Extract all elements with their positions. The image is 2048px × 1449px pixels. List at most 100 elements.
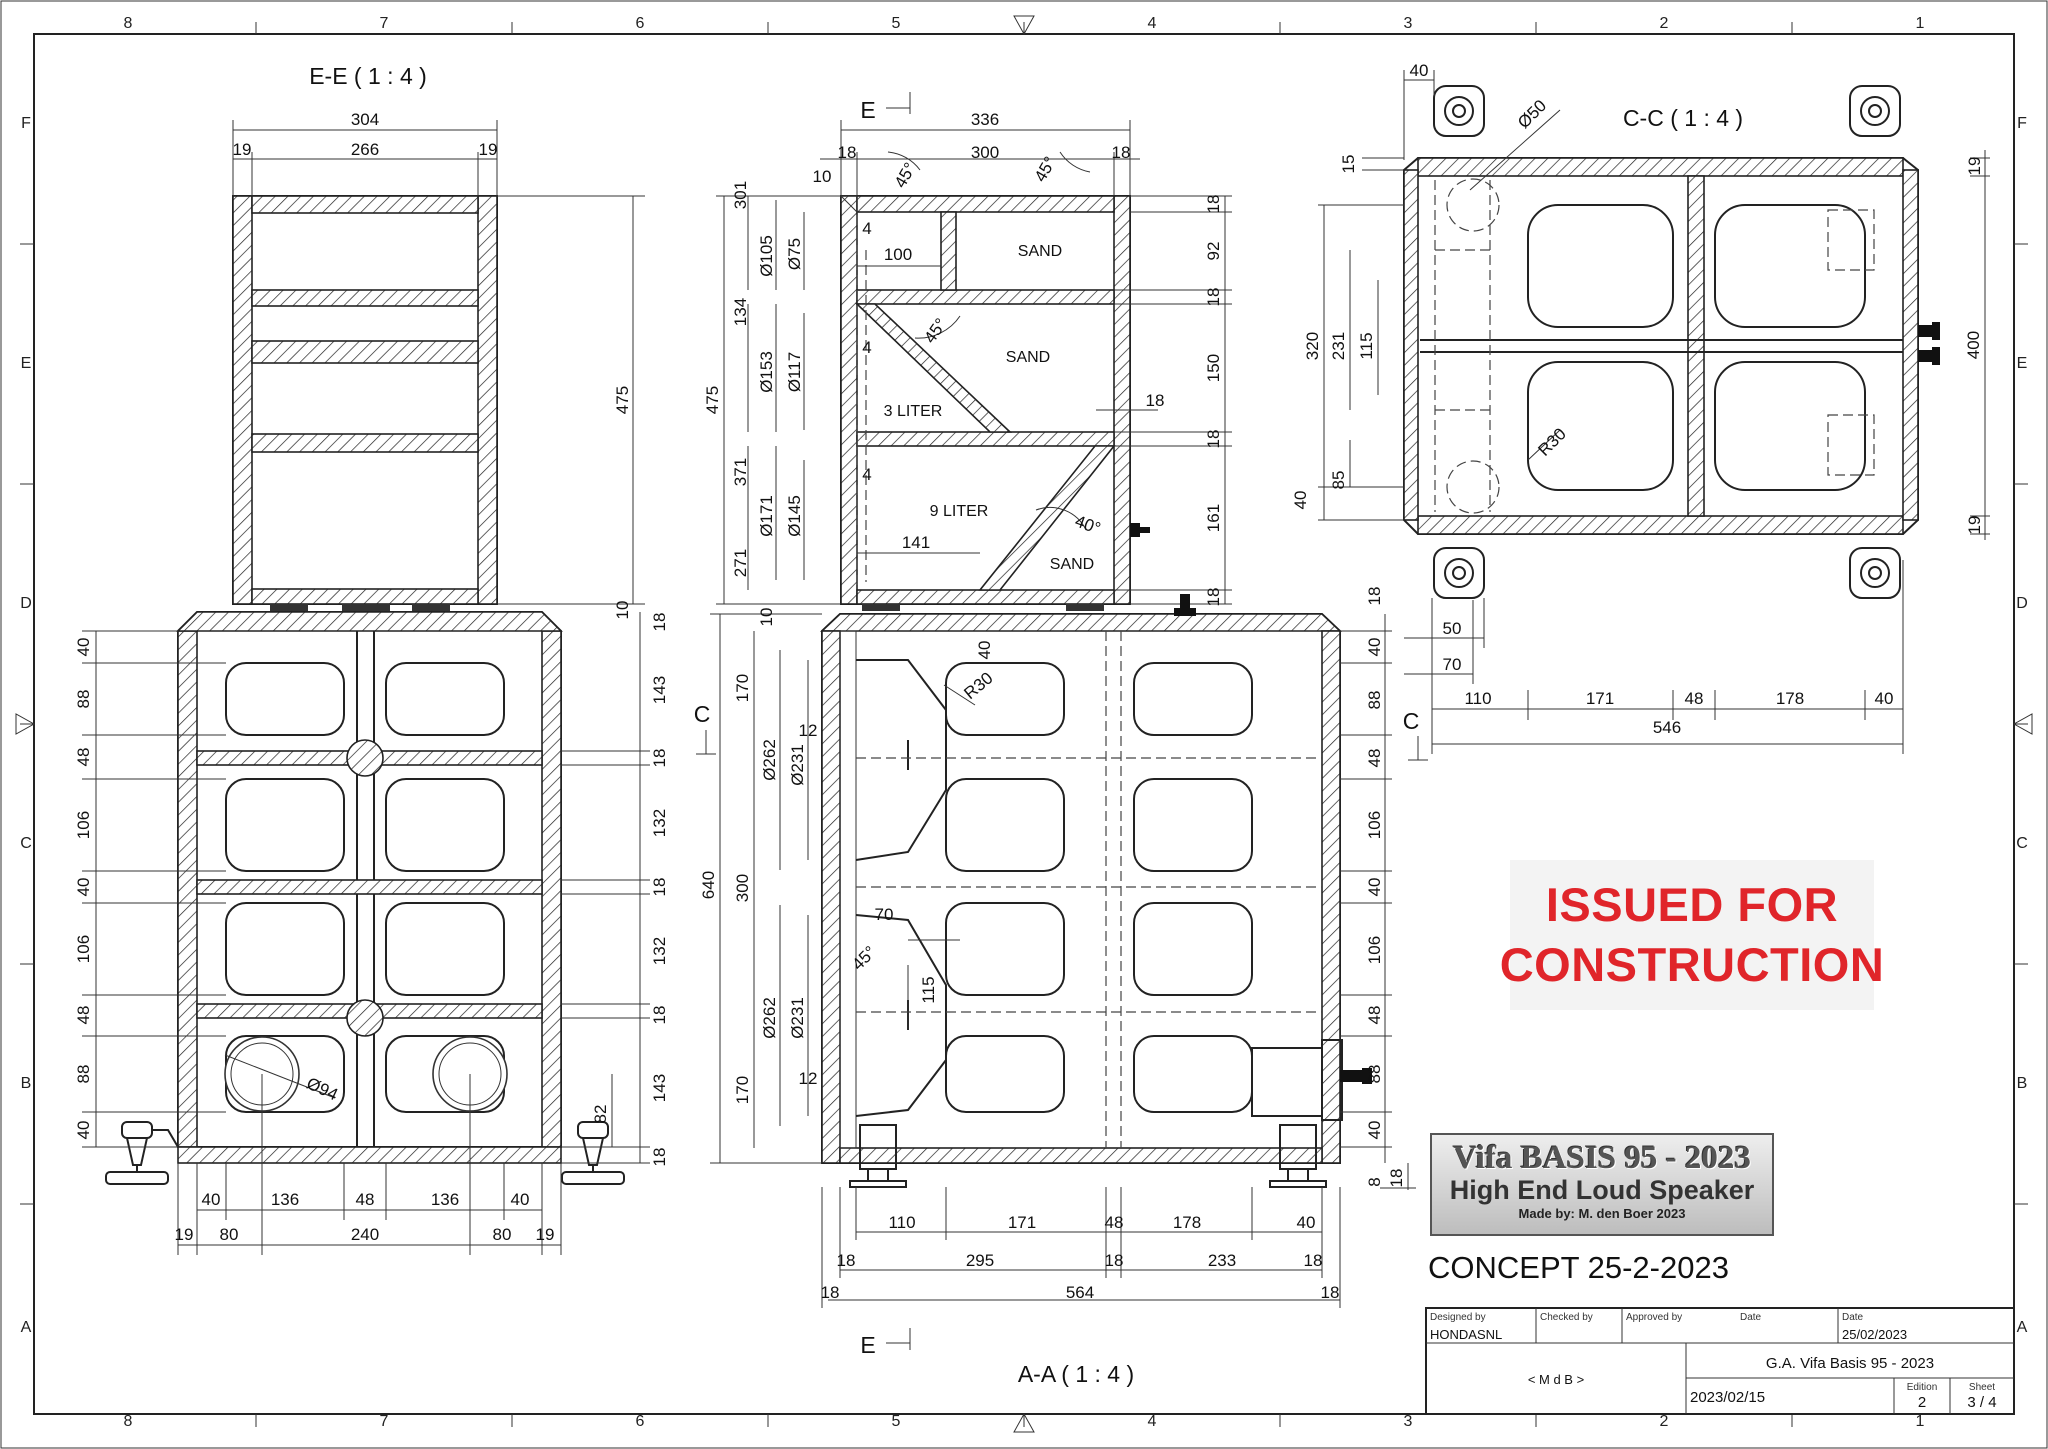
logo-subtitle: High End Loud Speaker [1449, 1175, 1755, 1205]
dim-ee-width: 304 [351, 110, 379, 129]
dim-fl-48: 48 [74, 748, 93, 767]
dim-fl-106: 106 [74, 811, 93, 839]
dim-fb-19: 19 [536, 1225, 555, 1244]
dim-s-18: 18 [1204, 288, 1223, 307]
zone-labels: 8 7 6 5 4 3 2 1 8 7 6 5 4 3 2 1 F E D C … [20, 15, 2028, 1430]
dim-a-12: 12 [799, 1069, 818, 1088]
dim-c-320: 320 [1303, 332, 1322, 360]
tb-sheet: 3 / 4 [1967, 1394, 1996, 1411]
dim-a-40: 40 [1365, 878, 1384, 897]
label-sand-bottom: SAND [1050, 556, 1094, 573]
dim-fb-80: 80 [220, 1225, 239, 1244]
dim-fl-40: 40 [74, 638, 93, 657]
dim-s-150: 150 [1204, 354, 1223, 382]
dim-c-171: 171 [1586, 689, 1614, 708]
dim-fb-136: 136 [431, 1190, 459, 1209]
dim-a-295: 295 [966, 1251, 994, 1270]
view-ee [232, 195, 498, 611]
dim-s-d153: Ø153 [757, 351, 776, 393]
view-front-left-dims [82, 612, 650, 1255]
zone-col-label: 3 [1404, 1413, 1413, 1430]
dim-a-88: 88 [1365, 1065, 1384, 1084]
view-title-aa: A-A ( 1 : 4 ) [1018, 1361, 1134, 1387]
dim-a-r30: R30 [960, 668, 996, 703]
dim-s-371: 371 [731, 458, 750, 486]
dim-a-d262: Ø262 [760, 997, 779, 1039]
zone-col-label: 8 [124, 15, 133, 32]
dim-ft-143: 143 [650, 676, 669, 704]
dim-a-178: 178 [1173, 1213, 1201, 1232]
dim-c-70: 70 [1443, 655, 1462, 674]
tb-revision-date: 2023/02/15 [1690, 1389, 1765, 1406]
zone-row-label: E [21, 355, 32, 372]
tb-designed-by-label: Designed by [1430, 1312, 1486, 1323]
dim-s-301: 301 [731, 181, 750, 209]
zone-row-label: F [2017, 115, 2027, 132]
view-side-section-dims [716, 120, 1232, 605]
dim-c-15: 15 [1339, 155, 1358, 174]
dim-ft-132: 132 [650, 809, 669, 837]
dim-a-106: 106 [1365, 811, 1384, 839]
dim-s-18: 18 [1204, 430, 1223, 449]
dim-ft-143: 143 [650, 1074, 669, 1102]
view-aa-dims [710, 613, 1416, 1308]
zone-row-label: C [20, 835, 32, 852]
zone-col-label: 6 [636, 15, 645, 32]
zone-row-label: D [2016, 595, 2028, 612]
zone-row-label: D [20, 595, 32, 612]
dim-ft-18: 18 [650, 613, 669, 632]
dim-ft-18: 18 [650, 1148, 669, 1167]
issued-for-construction-stamp: ISSUED FOR CONSTRUCTION [1500, 860, 1884, 1010]
tb-approved-by-label: Approved by [1626, 1312, 1682, 1323]
dim-a-18: 18 [1387, 1169, 1406, 1188]
dim-s-d105: Ø105 [757, 235, 776, 277]
dim-s-40deg: 40° [1073, 512, 1104, 539]
dim-ft-18: 18 [650, 878, 669, 897]
dim-s-d117: Ø117 [785, 352, 804, 392]
tb-edition: 2 [1918, 1394, 1926, 1411]
dim-a-8: 8 [1365, 1177, 1384, 1186]
section-arrows [696, 92, 1428, 1350]
dim-s-4: 4 [862, 338, 871, 357]
zone-col-label: 7 [380, 15, 389, 32]
dim-c-40: 40 [1410, 61, 1429, 80]
label-sand-top: SAND [1018, 243, 1062, 260]
zone-row-label: A [2017, 1319, 2028, 1336]
label-9-liter: 9 LITER [930, 503, 989, 520]
dim-a-48: 48 [1365, 1006, 1384, 1025]
stamp-line-2: CONSTRUCTION [1499, 938, 1885, 991]
dim-s-45: 45° [1031, 153, 1060, 185]
zone-row-label: B [21, 1075, 32, 1092]
concept-note: CONCEPT 25-2-2023 [1428, 1250, 1729, 1285]
zone-col-label: 5 [892, 15, 901, 32]
dim-a-d262: Ø262 [760, 739, 779, 781]
dim-a-18: 18 [1304, 1251, 1323, 1270]
dim-ee-left-wall: 19 [233, 140, 252, 159]
zone-col-label: 8 [124, 1413, 133, 1430]
zone-row-label: C [2016, 835, 2028, 852]
dim-a-170: 170 [733, 1076, 752, 1104]
dim-fb-48: 48 [356, 1190, 375, 1209]
dim-a-18: 18 [1105, 1251, 1124, 1270]
dim-a-170: 170 [733, 674, 752, 702]
dim-s-10: 10 [813, 167, 832, 186]
dim-ee-height: 475 [613, 386, 632, 414]
tb-drawing-title: G.A. Vifa Basis 95 - 2023 [1766, 1355, 1934, 1372]
dim-a-18: 18 [821, 1283, 840, 1302]
dim-a-18: 18 [837, 1251, 856, 1270]
dim-s-18: 18 [1204, 195, 1223, 214]
dim-port-diameter: Ø94 [304, 1074, 341, 1105]
dim-ft-82: 82 [591, 1105, 610, 1124]
dim-c-48: 48 [1685, 689, 1704, 708]
zone-col-label: 3 [1404, 15, 1413, 32]
dim-a-18: 18 [1365, 587, 1384, 606]
zone-col-label: 6 [636, 1413, 645, 1430]
dim-s-336: 336 [971, 110, 999, 129]
view-title-ee: E-E ( 1 : 4 ) [309, 63, 427, 89]
dim-a-115: 115 [919, 976, 938, 1003]
dim-a-18: 18 [1321, 1283, 1340, 1302]
tb-date-label: Date [1842, 1312, 1864, 1323]
dim-c-110: 110 [1464, 689, 1491, 708]
dim-fl-40: 40 [74, 878, 93, 897]
